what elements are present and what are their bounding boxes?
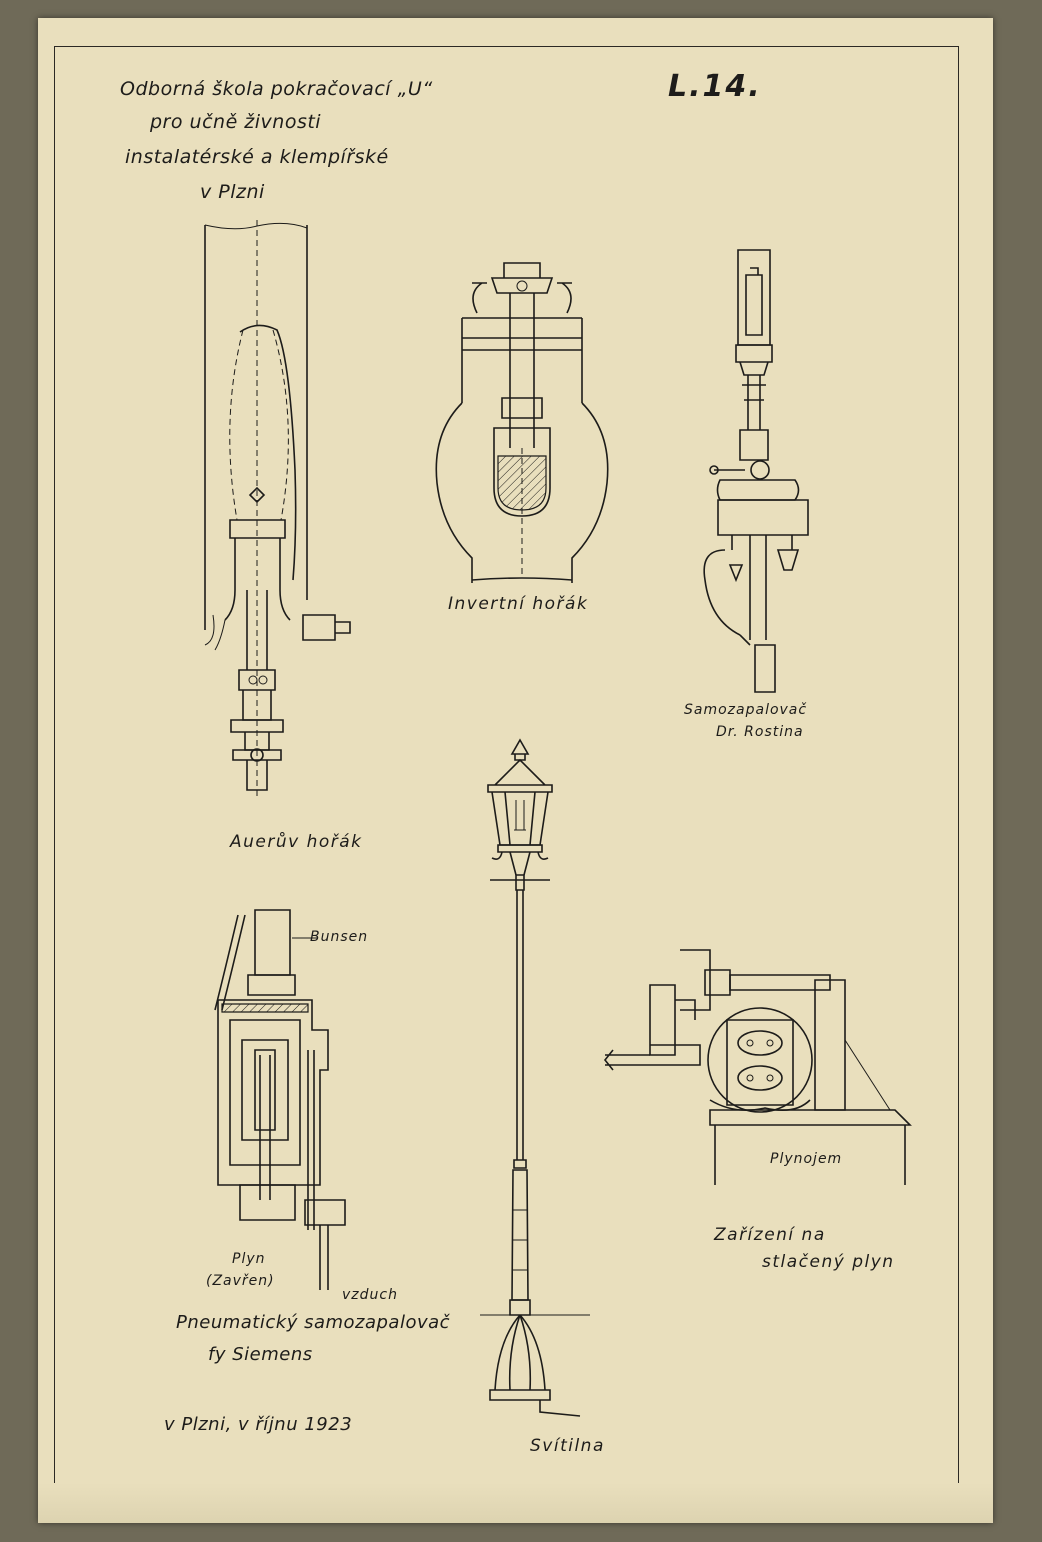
auer-burner-caption: Auerův hořák xyxy=(230,832,363,852)
siemens-label-gas: Plyn xyxy=(232,1251,266,1267)
street-lamp-drawing xyxy=(480,740,590,1420)
compressed-label-tank: Plynojem xyxy=(770,1151,843,1167)
compressed-gas-drawing xyxy=(605,940,925,1190)
inverted-burner-drawing xyxy=(432,258,612,588)
drawing-sheet xyxy=(38,18,993,1523)
school-name-line2: pro učně živnosti xyxy=(150,111,322,133)
school-name-line3: instalatérské a klempířské xyxy=(125,146,389,168)
inverted-burner-caption: Invertní hořák xyxy=(448,594,589,614)
rostina-caption-line1: Samozapalovač xyxy=(684,702,808,718)
street-lamp-caption: Svítilna xyxy=(530,1436,605,1456)
siemens-label-closed: (Zavřen) xyxy=(206,1273,275,1289)
compressed-caption-line1: Zařízení na xyxy=(714,1225,826,1245)
school-name-line1: Odborná škola pokračovací „U“ xyxy=(120,78,433,100)
place-date: v Plzni, v říjnu 1923 xyxy=(164,1414,353,1435)
siemens-caption-line2: fy Siemens xyxy=(208,1344,313,1365)
siemens-caption-line1: Pneumatický samozapalovač xyxy=(176,1312,451,1333)
rostina-caption-line2: Dr. Rostina xyxy=(716,724,804,740)
compressed-caption-line2: stlačený plyn xyxy=(762,1252,895,1272)
siemens-igniter-drawing xyxy=(200,900,360,1320)
school-name-line4: v Plzni xyxy=(200,181,265,203)
rostina-igniter-drawing xyxy=(700,250,820,700)
siemens-label-air: vzduch xyxy=(342,1287,398,1303)
siemens-label-bunsen: Bunsen xyxy=(310,929,369,945)
sheet-number: L.14. xyxy=(668,69,762,104)
auer-burner-drawing xyxy=(195,220,365,800)
